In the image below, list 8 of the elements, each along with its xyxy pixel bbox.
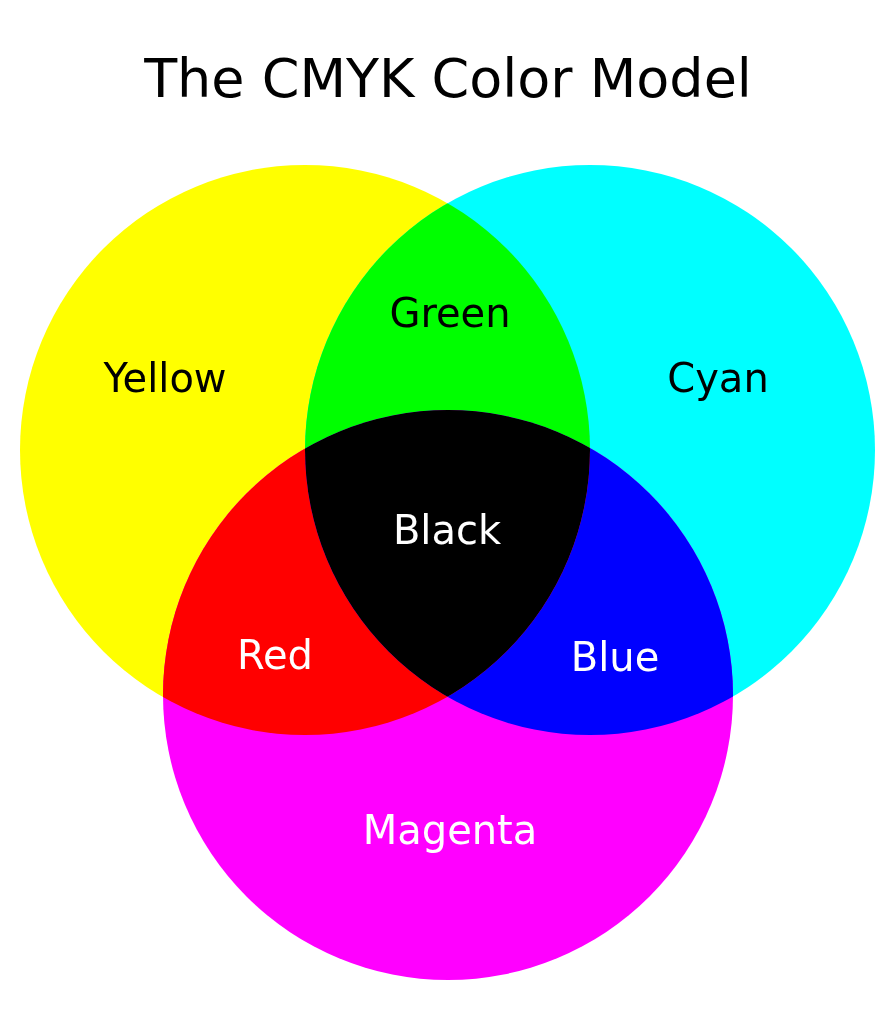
circle-label: Magenta: [362, 807, 538, 853]
region-label: Red: [237, 632, 313, 678]
chart-title: The CMYK Color Model: [144, 46, 752, 110]
region-label: Black: [392, 507, 502, 553]
region-label: Blue: [570, 634, 660, 680]
circle-label: Cyan: [667, 355, 769, 401]
region-label: Green: [389, 290, 511, 336]
circle-label: Yellow: [103, 355, 227, 401]
